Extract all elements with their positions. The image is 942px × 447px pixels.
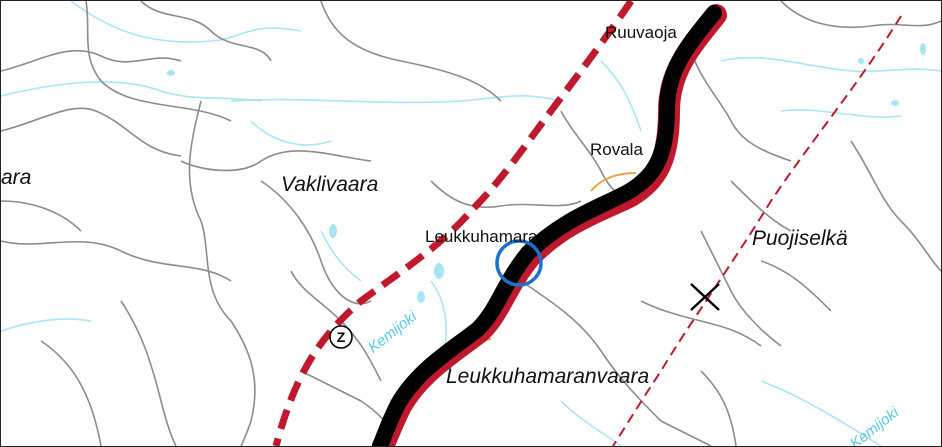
circle-marker-icon[interactable]: [495, 239, 543, 287]
contour: [260, 180, 372, 305]
contour: [188, 100, 232, 322]
lake: [920, 43, 926, 55]
place-label-ruuvaoja: Ruuvaoja: [605, 23, 677, 42]
place-label-puojiselka: Puojiselkä: [752, 227, 848, 250]
place-label-rovala: Rovala: [590, 140, 643, 159]
stream: [1, 81, 262, 102]
contour: [640, 300, 762, 347]
contour: [85, 1, 232, 122]
z-in-circle-icon[interactable]: Z: [329, 325, 353, 349]
place-label-leukkuhamara: Leukkuhamara: [425, 227, 538, 246]
contour: [1, 49, 182, 72]
contour: [1, 240, 232, 282]
lake: [434, 263, 444, 279]
lake: [167, 70, 175, 76]
place-label-left-edge: ara: [1, 166, 32, 189]
contour: [700, 230, 782, 347]
contour: [660, 420, 712, 446]
stream: [560, 400, 622, 446]
lake: [329, 224, 337, 238]
contour: [230, 320, 256, 446]
lakes: [167, 43, 926, 303]
main-route-core: [372, 5, 722, 446]
contour: [320, 1, 502, 102]
lake: [417, 291, 425, 303]
orange-road: [590, 172, 637, 192]
x-cross-icon[interactable]: [690, 283, 720, 311]
contour: [40, 340, 102, 446]
lake: [858, 58, 864, 64]
stream: [230, 95, 562, 104]
contour: [850, 140, 941, 272]
stream: [250, 120, 332, 146]
contour: [1, 107, 182, 157]
contour: [300, 370, 392, 432]
contour: [180, 150, 372, 172]
place-label-vaklivaara: Vaklivaara: [281, 173, 379, 196]
stream: [780, 109, 902, 118]
contour: [760, 260, 832, 312]
stream: [600, 60, 642, 132]
contour: [690, 50, 792, 162]
contour: [120, 300, 177, 446]
contour: [140, 1, 272, 62]
lake: [891, 100, 899, 106]
stream: [320, 230, 362, 282]
contour: [700, 370, 737, 446]
dashed-route-minor: [612, 15, 902, 446]
contour: [430, 180, 582, 209]
stream: [720, 56, 941, 73]
contour: [780, 1, 941, 29]
stream: [70, 1, 302, 43]
stream: [1, 318, 92, 332]
contour: [730, 180, 792, 232]
svg-text:Z: Z: [337, 329, 346, 345]
place-label-leukkuhamaranvaara: Leukkuhamaranvaara: [446, 365, 650, 388]
contour: [1, 200, 82, 232]
dashed-route-major: [272, 1, 634, 446]
contour: [520, 280, 662, 422]
stream: [760, 380, 882, 446]
